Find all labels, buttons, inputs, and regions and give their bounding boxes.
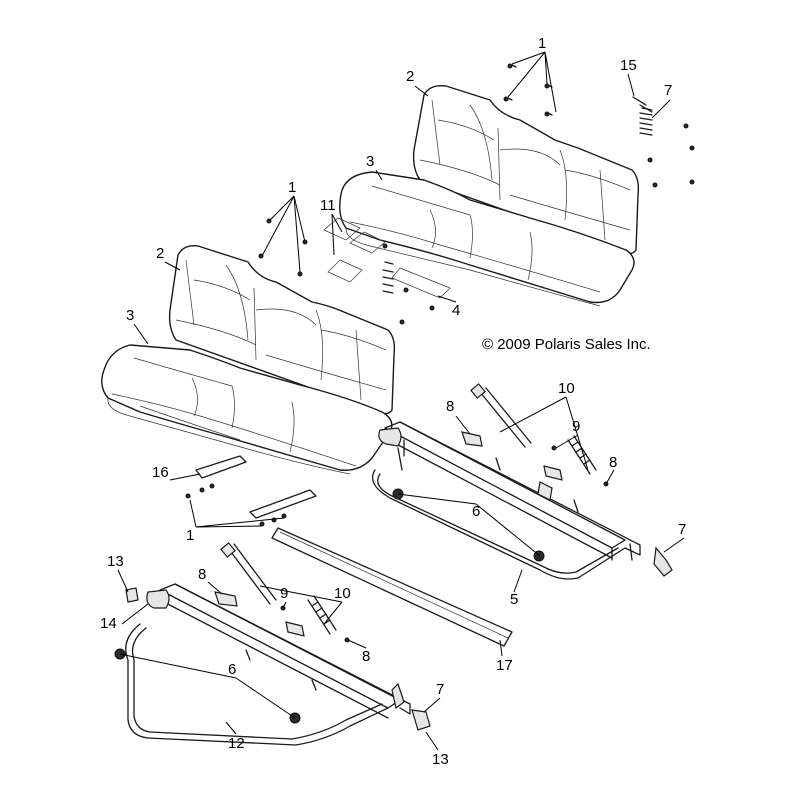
rear-gas-struts (461, 383, 609, 487)
callout-8: 8 (198, 566, 206, 583)
copyright-notice: © 2009 Polaris Sales Inc. (482, 336, 651, 353)
callout-labels: 1 2 3 15 7 11 1 2 3 4 10 8 9 8 16 6 7 1 … (100, 35, 686, 768)
callout-7: 7 (664, 82, 672, 99)
callout-3: 3 (366, 153, 374, 170)
rear-spring (632, 96, 695, 188)
callout-15: 15 (620, 57, 637, 74)
callout-7: 7 (678, 521, 686, 538)
callout-13: 13 (107, 553, 124, 570)
front-seat-backrest (168, 245, 396, 415)
callout-8: 8 (446, 398, 454, 415)
callout-10: 10 (558, 380, 575, 397)
callout-3: 3 (126, 307, 134, 324)
callout-16: 16 (152, 464, 169, 481)
seat-labels (323, 217, 451, 325)
callout-1: 1 (538, 35, 546, 52)
callout-13: 13 (432, 751, 449, 768)
leader-lines (117, 51, 685, 751)
callout-10: 10 (334, 585, 351, 602)
callout-1: 1 (186, 527, 194, 544)
callout-8: 8 (609, 454, 617, 471)
callout-9: 9 (280, 585, 288, 602)
front-gas-struts (214, 542, 350, 643)
callout-9: 9 (572, 418, 580, 435)
callout-2: 2 (156, 245, 164, 262)
callout-17: 17 (496, 657, 513, 674)
seat-brackets (185, 455, 317, 527)
callout-4: 4 (452, 302, 460, 319)
callout-2: 2 (406, 68, 414, 85)
callout-7: 7 (436, 681, 444, 698)
callout-6: 6 (228, 661, 236, 678)
rear-seat-cushion (339, 171, 635, 307)
callout-12: 12 (228, 735, 245, 752)
rear-screws (503, 63, 553, 117)
front-seat-cushion (101, 344, 393, 475)
front-seat-base (114, 583, 431, 746)
callout-6: 6 (472, 503, 480, 520)
callout-8: 8 (362, 648, 370, 665)
callout-5: 5 (510, 591, 518, 608)
support-rod (271, 527, 513, 647)
rear-seat-base (371, 421, 673, 580)
callout-1: 1 (288, 179, 296, 196)
callout-11: 11 (320, 197, 336, 214)
callout-14: 14 (100, 615, 117, 632)
